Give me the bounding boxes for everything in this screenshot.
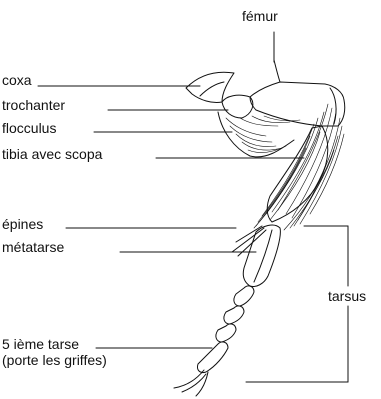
label-tarse5: 5 ième tarse (porte les griffes) (2, 336, 107, 368)
label-tibia: tibia avec scopa (2, 146, 102, 162)
spine-2 (232, 228, 264, 252)
metatarsus-ridge (254, 230, 272, 282)
trochanter-shape (222, 95, 253, 118)
label-tarse5-line2: (porte les griffes) (2, 352, 107, 368)
label-epines: épines (2, 216, 43, 232)
claw-3 (196, 372, 208, 396)
tarsal-segment-4 (216, 324, 236, 342)
tarsal-segment-5 (197, 342, 228, 373)
label-coxa: coxa (2, 72, 32, 88)
coxa-inner-line (200, 82, 224, 96)
label-femur: fémur (242, 8, 278, 24)
tarsal-segment-2 (234, 286, 254, 306)
tarsal-segment-3 (224, 306, 244, 324)
label-trochanter: trochanter (2, 97, 65, 113)
label-metatarse: métatarse (2, 239, 64, 255)
femur-top-ridge (274, 60, 280, 82)
claw-1 (174, 370, 204, 388)
label-flocculus: flocculus (2, 120, 56, 136)
femur-joint (330, 88, 336, 124)
claw-2 (182, 374, 206, 392)
label-tarse5-line1: 5 ième tarse (2, 336, 107, 352)
label-tarsus: tarsus (328, 288, 366, 304)
tibia-shape (267, 126, 328, 222)
